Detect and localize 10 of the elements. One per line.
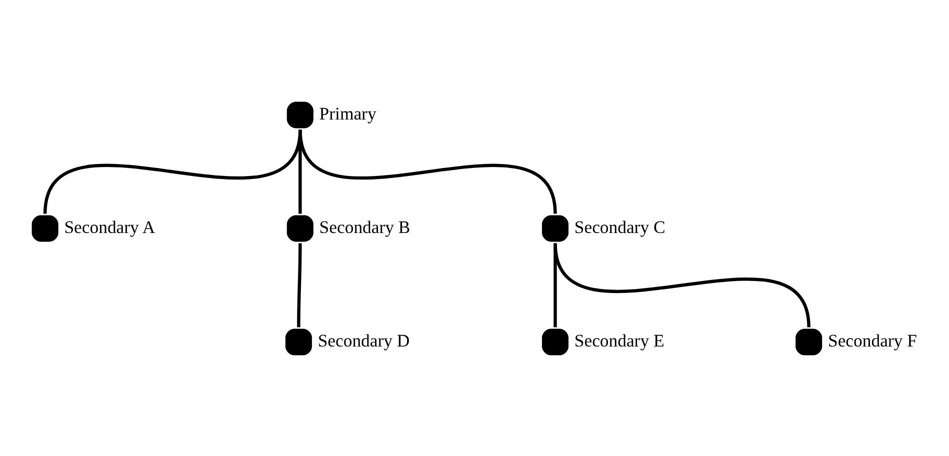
node-label: Secondary F [828, 330, 917, 350]
node-label: Secondary B [319, 216, 410, 237]
node-label: Primary [319, 103, 376, 124]
node-label: Secondary A [64, 216, 156, 237]
node-label: Secondary C [574, 216, 666, 237]
node-label: Secondary D [318, 330, 410, 350]
node-label: Secondary E [574, 330, 664, 350]
connector [554, 242, 810, 328]
connector [298, 128, 557, 214]
connector [297, 242, 302, 327]
